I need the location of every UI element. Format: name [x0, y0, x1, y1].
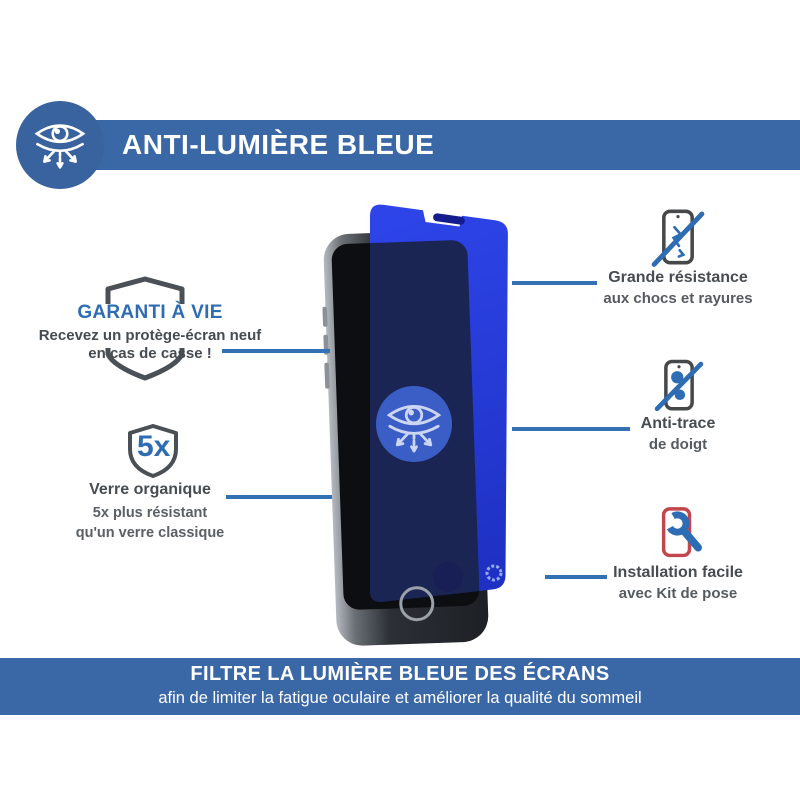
header-banner: [58, 120, 800, 170]
warranty-line2: en cas de casse !: [88, 345, 212, 362]
footer-banner: [0, 658, 800, 715]
gear-icon: [485, 564, 503, 582]
connector-line-shock: [512, 281, 597, 285]
footer-subtitle: afin de limiter la fatigue oculaire et a…: [158, 689, 642, 707]
footer-title: FILTRE LA LUMIÈRE BLEUE DES ÉCRANS: [190, 663, 610, 685]
glass-line1: 5x plus résistant: [92, 505, 208, 521]
feature-fingerprint-line2: de doigt: [648, 436, 708, 453]
warranty-line1: Recevez un protège-écran neuf: [38, 327, 262, 344]
protector-speaker-slot: [433, 213, 465, 225]
protector-eye-badge: [376, 386, 452, 462]
blue-light-eye-icon: [31, 116, 89, 175]
feature-install-line1: Installation facile: [613, 564, 743, 581]
protector-home-cutout: [433, 562, 463, 592]
screen-protector: [370, 204, 508, 602]
shield-5x-icon: [126, 423, 180, 484]
installation-kit-icon: [655, 505, 705, 566]
shield-icon: [99, 276, 191, 387]
feature-install-line2: avec Kit de pose: [618, 585, 738, 602]
page-title: ANTI-LUMIÈRE BLEUE: [122, 129, 435, 160]
feature-shock-line1: Grande résistance: [608, 269, 748, 286]
header-badge: [16, 101, 104, 189]
feature-shock-line2: aux chocs et rayures: [603, 290, 753, 307]
phone-home-button: [399, 586, 435, 622]
connector-line-fingerprint: [512, 427, 630, 431]
warranty-title: GARANTI À VIE: [77, 302, 223, 323]
glass-line2: qu'un verre classique: [75, 525, 225, 541]
connector-line-warranty: [222, 349, 330, 353]
connector-line-glass: [226, 495, 332, 499]
anti-fingerprint-icon: [650, 358, 708, 419]
connector-line-install: [545, 575, 607, 579]
glass-5x-badge: 5x: [137, 430, 171, 463]
shock-resistance-icon: [646, 206, 710, 273]
feature-fingerprint-line1: Anti-trace: [640, 415, 716, 432]
glass-title: Verre organique: [89, 481, 211, 498]
product-illustration: [290, 188, 570, 663]
